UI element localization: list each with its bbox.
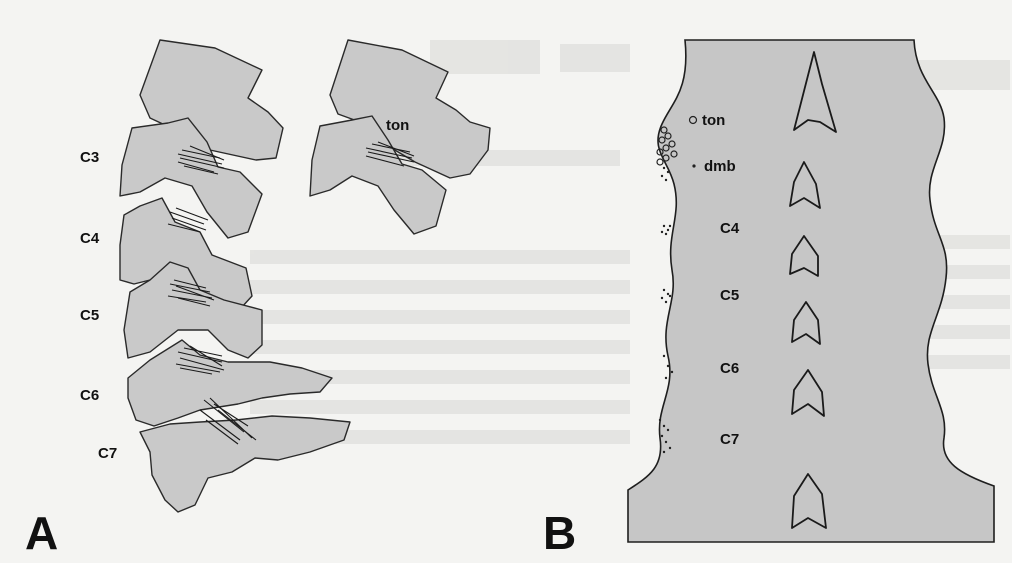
spinal-cord-outline (628, 40, 994, 542)
label-c5: C5 (80, 307, 99, 324)
label-c6: C6 (80, 387, 99, 404)
legend-dmb-label: dmb (704, 158, 736, 175)
panel-letter-b: B (543, 507, 576, 559)
label-c3: C3 (80, 149, 99, 166)
label-ton-a: ton (386, 117, 409, 134)
panel-letter-a: A (25, 507, 58, 559)
label-b-c5: C5 (720, 287, 739, 304)
label-b-c4: C4 (720, 220, 740, 237)
label-b-c7: C7 (720, 431, 739, 448)
legend-dmb-symbol (692, 164, 695, 167)
label-c4: C4 (80, 230, 100, 247)
vertebra-c7 (140, 416, 350, 512)
panel-a: C3 C4 C5 C6 C7 ton A (25, 40, 490, 559)
label-c7: C7 (98, 445, 117, 462)
label-b-c6: C6 (720, 360, 739, 377)
legend-ton-label: ton (702, 112, 725, 129)
panel-b: ton dmb C4 C5 C6 C7 B (543, 40, 994, 559)
